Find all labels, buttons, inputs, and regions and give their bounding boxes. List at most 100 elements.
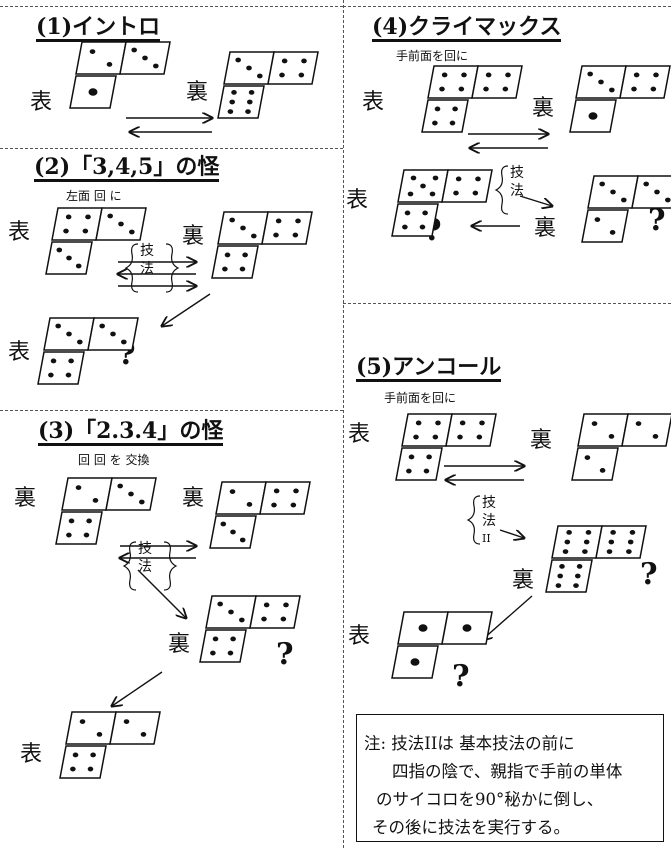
pip <box>84 533 90 538</box>
pip <box>559 564 565 569</box>
pip <box>228 109 234 114</box>
die-face <box>52 208 102 240</box>
pip <box>139 500 145 505</box>
dice-card-back <box>196 596 308 670</box>
dice-card-front <box>56 712 168 786</box>
pip <box>479 421 485 426</box>
die-face <box>44 318 94 350</box>
die-face <box>62 478 112 510</box>
pip <box>430 192 436 197</box>
technique-bracket <box>164 542 176 590</box>
pip <box>295 219 301 224</box>
pip <box>131 48 137 53</box>
pip <box>73 753 79 758</box>
pip <box>210 651 216 656</box>
die-face <box>76 42 126 74</box>
pip <box>643 182 649 187</box>
pip <box>610 530 616 535</box>
pip <box>563 549 569 554</box>
pip <box>66 256 72 261</box>
pip <box>409 455 415 460</box>
pip <box>483 87 489 92</box>
pip <box>459 87 465 92</box>
pip <box>575 574 581 579</box>
pip <box>129 230 135 235</box>
pip <box>249 90 255 95</box>
pip <box>63 229 69 234</box>
die-face <box>632 176 671 208</box>
pip <box>411 658 420 666</box>
pip <box>142 56 148 61</box>
die-face <box>422 100 468 132</box>
die-face <box>392 204 438 236</box>
pip <box>110 332 116 337</box>
die-face <box>56 512 102 544</box>
note-line: 四指の陰で、親指で手前の単体 <box>392 758 622 782</box>
die-face <box>260 482 310 514</box>
die-face <box>262 212 312 244</box>
pip <box>77 340 83 345</box>
pip <box>653 434 659 439</box>
pip <box>76 485 82 490</box>
die-face <box>576 66 626 98</box>
note-line: 注: 技法IIは 基本技法の前に <box>364 730 575 754</box>
pip <box>89 88 98 96</box>
pip <box>435 421 441 426</box>
dice-card-back <box>52 478 164 552</box>
pip <box>402 225 408 230</box>
pip <box>293 489 299 494</box>
pip <box>229 100 235 105</box>
die-face <box>442 612 492 644</box>
die-face <box>46 242 92 274</box>
pip <box>406 469 412 474</box>
die-face <box>216 482 266 514</box>
pip <box>426 455 432 460</box>
die-face <box>106 478 156 510</box>
pip <box>242 253 248 258</box>
die-face <box>398 170 448 202</box>
dice-card-back <box>542 526 654 600</box>
pip <box>424 469 430 474</box>
pip <box>416 421 422 426</box>
die-face <box>224 52 274 84</box>
pip <box>630 530 636 535</box>
pip <box>128 492 134 497</box>
dice-card-back <box>206 482 318 556</box>
pip <box>477 435 483 440</box>
dice-card-back <box>214 52 326 126</box>
pip <box>276 219 282 224</box>
pip <box>301 59 307 64</box>
pip <box>107 62 113 67</box>
die-face <box>620 66 670 98</box>
pip <box>457 435 463 440</box>
pip <box>66 332 72 337</box>
pip <box>55 324 61 329</box>
arrow <box>112 672 162 706</box>
pip <box>121 340 127 345</box>
pip <box>90 49 96 54</box>
die-face <box>120 42 170 74</box>
pip <box>600 468 606 473</box>
pip <box>97 732 103 737</box>
pip <box>229 218 235 223</box>
pip <box>592 421 598 426</box>
pip <box>245 109 251 114</box>
pip <box>124 719 130 724</box>
die-face <box>552 526 602 558</box>
pip <box>230 637 236 642</box>
dice-card-front <box>388 170 500 244</box>
die-face <box>206 596 256 628</box>
pip <box>452 107 458 112</box>
pip <box>230 530 236 535</box>
pip <box>261 617 267 622</box>
die-face <box>70 76 116 108</box>
pip <box>577 564 583 569</box>
pip <box>99 324 105 329</box>
pip <box>57 248 63 253</box>
pip <box>247 100 253 105</box>
pip <box>422 211 428 216</box>
pip <box>408 192 414 197</box>
pip <box>582 549 588 554</box>
pip <box>589 112 598 120</box>
pip <box>231 90 237 95</box>
